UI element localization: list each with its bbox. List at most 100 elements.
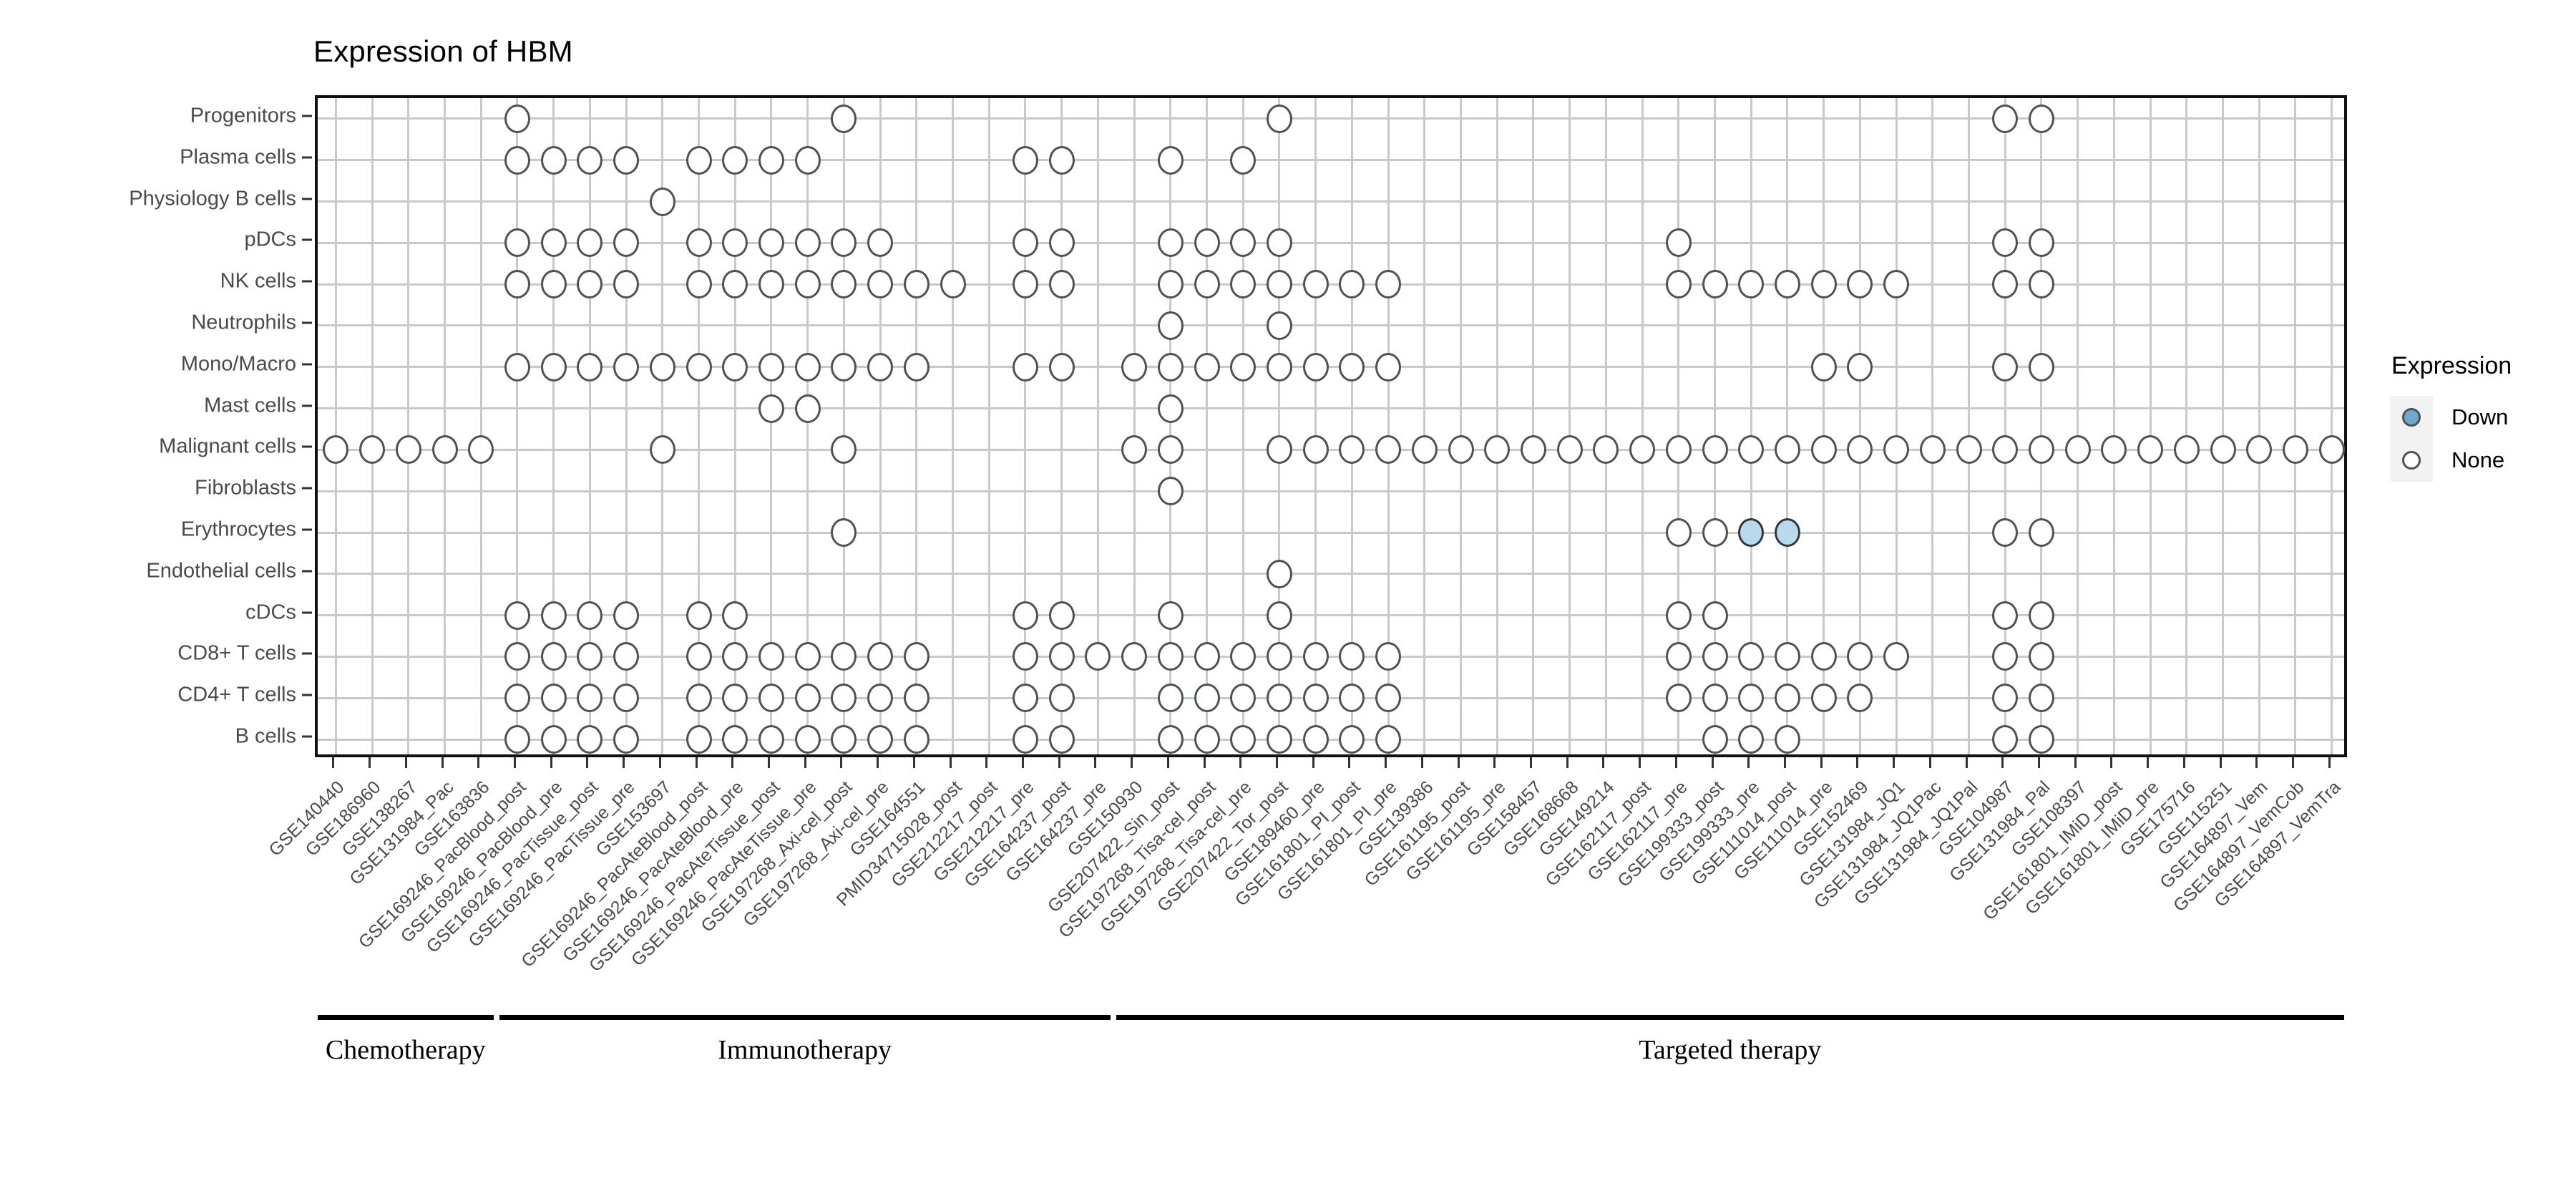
dot-none [1302,642,1329,671]
dot-none [686,352,712,381]
dot-none [1194,684,1220,713]
dot-none [1847,435,1873,465]
grid-line-horizontal [318,696,2344,699]
x-axis-tick [1856,757,1859,768]
y-axis-label: B cells [235,724,296,748]
grid-line-vertical [1714,98,1716,754]
dot-none [1956,435,1982,465]
dot-none [1266,725,1292,754]
grid-line-vertical [1350,98,1353,754]
grid-line-horizontal [318,241,2344,244]
grid-line-horizontal [318,366,2344,369]
dot-none [1810,642,1837,671]
dot-none [1048,270,1075,299]
dot-none [1194,228,1220,258]
dot-none [504,228,530,258]
x-axis-tick [586,757,589,768]
x-axis-tick [1639,757,1641,768]
grid-line-vertical [1206,98,1208,754]
dot-none [758,394,784,423]
dot-none [649,435,675,465]
dot-none [794,725,821,754]
grid-line-vertical [770,98,773,754]
dot-none [1702,270,1728,299]
dot-none [2246,435,2273,465]
legend-item[interactable]: Down [2390,396,2569,439]
dot-none [2028,725,2054,754]
grid-line-vertical [1169,98,1172,754]
x-axis-tick [804,757,806,768]
dot-none [577,228,603,258]
x-axis-tick [1566,757,1568,768]
dot-none [2173,435,2200,465]
y-axis-tick [302,570,312,573]
x-axis-tick [513,757,516,768]
dot-none [794,145,821,175]
grid-lines [318,98,2344,754]
grid-line-vertical [1677,98,1680,754]
dot-none [1339,642,1365,671]
dot-none [504,725,530,754]
dot-none [1847,352,1873,381]
dot-none [831,352,857,381]
dot-none [831,684,857,713]
dot-none [758,228,784,258]
legend-item[interactable]: None [2390,439,2569,482]
grid-line-vertical [1060,98,1063,754]
dot-none [1048,228,1075,258]
dot-none [1157,684,1184,713]
x-axis-tick [550,757,552,768]
y-axis-tick [302,363,312,366]
dot-none [1556,435,1583,465]
dot-none [1810,352,1837,381]
dot-none [1048,145,1075,175]
dot-none [1230,642,1257,671]
dot-none [2028,684,2054,713]
dot-none [722,642,748,671]
dot-matrix [318,98,2345,754]
dot-none [1375,684,1402,713]
grid-line-vertical [588,98,591,754]
y-axis-tick [302,404,312,407]
legend-swatch [2390,439,2433,482]
dot-none [831,104,857,133]
x-axis [315,757,2347,786]
grid-line-vertical [2077,98,2079,754]
dot-none [758,145,784,175]
dot-none [1375,725,1402,754]
x-axis-tick [658,757,661,768]
grid-line-vertical [733,98,736,754]
grid-line-vertical [2222,98,2224,754]
dot-none [1883,642,1910,671]
dot-none [794,642,821,671]
x-axis-tick [2219,757,2222,768]
dot-none [758,352,784,381]
x-axis-tick [1965,757,1968,768]
dot-none [722,228,748,258]
dot-none [686,642,712,671]
grid-line-vertical [1532,98,1535,754]
y-axis-label: Physiology B cells [129,187,296,210]
dot-none [649,187,675,216]
y-axis-tick [302,156,312,159]
dot-none [1992,518,2019,548]
dot-none [1883,435,1910,465]
y-axis-label: cDCs [245,601,296,624]
x-axis-tick [2147,757,2150,768]
dot-none [1157,725,1184,754]
dot-none [2028,518,2054,548]
dot-none [359,435,386,465]
dot-none [758,725,784,754]
dot-none [794,270,821,299]
x-axis-tick [1783,757,1786,768]
dot-none [1665,518,1692,548]
grid-line-vertical [879,98,882,754]
dot-none [2028,228,2054,258]
grid-line-horizontal [318,200,2344,203]
dot-none [613,352,640,381]
dot-none [1774,435,1800,465]
legend-swatch [2390,396,2433,439]
x-axis-tick [1166,757,1169,768]
grid-line-vertical [1568,98,1571,754]
